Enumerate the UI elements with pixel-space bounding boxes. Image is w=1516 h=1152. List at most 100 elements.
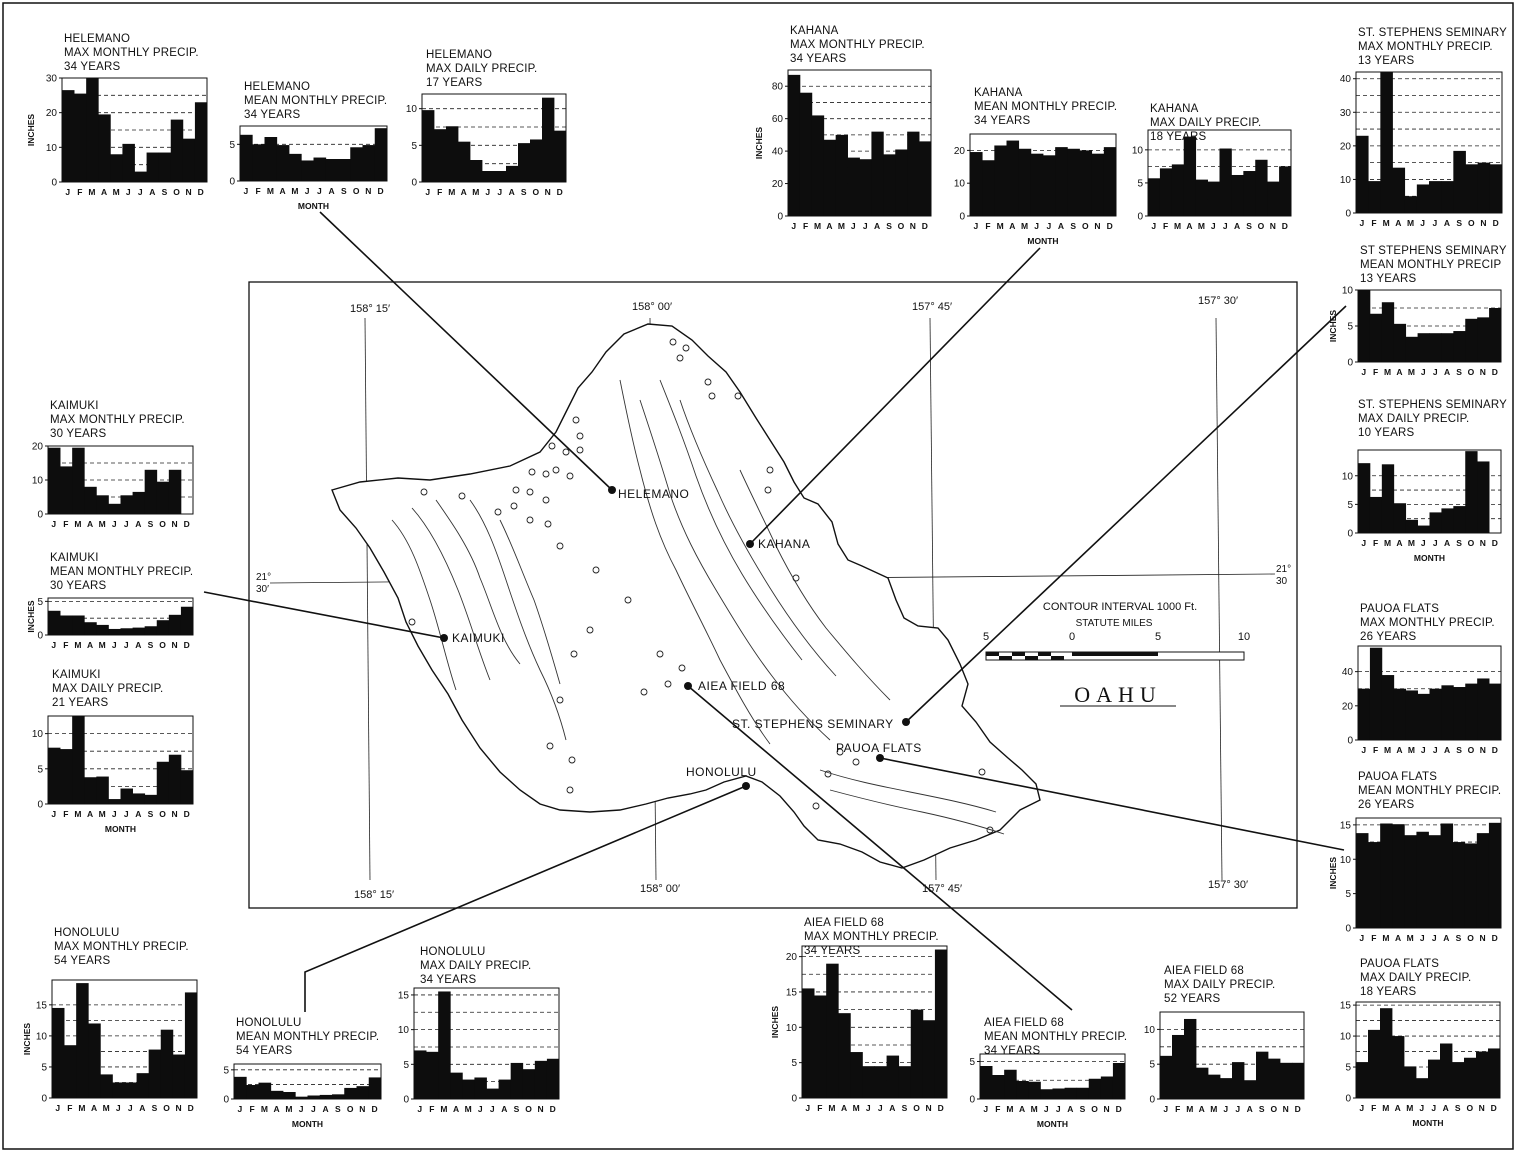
- x-tick-label: D: [184, 519, 191, 529]
- bar-4: [1392, 824, 1405, 928]
- x-tick-label: M: [828, 1103, 836, 1113]
- bar-2: [60, 466, 73, 514]
- bar-3: [76, 983, 89, 1098]
- y-axis-label: INCHES: [1328, 310, 1338, 342]
- bar-6: [108, 628, 121, 635]
- long-label-top-2: 158° 00′: [632, 301, 672, 313]
- x-tick-label: J: [124, 640, 129, 650]
- x-tick-label: N: [1480, 367, 1487, 377]
- chart-title-line: 30 YEARS: [50, 428, 106, 440]
- x-tick-label: S: [152, 1103, 158, 1113]
- x-tick-label: F: [429, 1104, 435, 1114]
- bar-11: [1477, 317, 1490, 362]
- bar-3: [72, 716, 85, 804]
- x-tick-label: J: [65, 187, 70, 197]
- chart-title-line: MAX DAILY PRECIP.: [1150, 117, 1261, 129]
- chart-title-line: AIEA FIELD 68: [804, 917, 884, 929]
- bar-8: [1440, 823, 1454, 928]
- y-tick-label: 10: [954, 179, 966, 190]
- y-tick-label: 10: [32, 476, 44, 487]
- x-tick-label: D: [1492, 745, 1499, 755]
- x-tick-label: F: [67, 1103, 73, 1113]
- x-tick-label: D: [378, 186, 385, 196]
- bar-8: [1055, 147, 1068, 216]
- bar-8: [1441, 685, 1454, 740]
- x-tick-label: F: [63, 809, 69, 819]
- bar-2: [246, 1085, 259, 1099]
- bar-4: [98, 114, 111, 182]
- bar-6: [1207, 181, 1220, 216]
- x-tick-label: O: [1091, 1104, 1098, 1114]
- bar-7: [120, 788, 133, 804]
- y-tick-label: 40: [772, 147, 784, 158]
- bar-7: [1232, 1062, 1245, 1099]
- bar-1: [1356, 833, 1369, 928]
- x-tick-label: A: [1058, 221, 1065, 231]
- x-axis-label: MONTH: [1027, 236, 1058, 246]
- x-tick-label: N: [176, 1103, 183, 1113]
- x-tick-label: D: [184, 640, 191, 650]
- bar-12: [1279, 166, 1292, 216]
- bar-5: [470, 160, 483, 182]
- bar-6: [862, 1066, 875, 1098]
- x-tick-label: J: [112, 519, 117, 529]
- x-tick-label: J: [244, 186, 249, 196]
- bar-3: [446, 126, 459, 182]
- x-tick-label: M: [1198, 221, 1206, 231]
- x-tick-label: J: [805, 1103, 810, 1113]
- x-tick-label: J: [124, 519, 129, 529]
- bar-1: [48, 447, 61, 514]
- bar-10: [530, 139, 543, 182]
- bar-12: [554, 130, 567, 182]
- bar-9: [144, 626, 158, 635]
- y-tick-label: 40: [1342, 667, 1354, 678]
- bar-9: [332, 1094, 345, 1099]
- bar-6: [1416, 831, 1429, 928]
- bar-8: [325, 159, 339, 181]
- bar-10: [1079, 150, 1093, 216]
- x-tick-label: J: [490, 1104, 495, 1114]
- y-tick-label: 15: [1340, 1001, 1352, 1012]
- x-tick-label: A: [1009, 221, 1016, 231]
- x-tick-label: A: [101, 187, 108, 197]
- island-outline: [331, 323, 1041, 869]
- long-label-top-3: 157° 45′: [912, 301, 952, 313]
- x-tick-label: J: [878, 1103, 883, 1113]
- bar-8: [1064, 1087, 1078, 1099]
- x-tick-label: J: [1046, 221, 1051, 231]
- x-tick-label: A: [1396, 538, 1403, 548]
- x-tick-label: N: [1104, 1104, 1111, 1114]
- x-tick-label: J: [1432, 933, 1437, 943]
- scale-tick-2: 0: [1069, 631, 1075, 643]
- y-tick-label: 0: [37, 800, 43, 811]
- bar-4: [1183, 136, 1197, 216]
- x-tick-label: N: [172, 809, 179, 819]
- x-tick-label: J: [128, 1103, 133, 1113]
- x-tick-label: A: [91, 1103, 98, 1113]
- x-tick-label: S: [1456, 538, 1462, 548]
- bar-12: [368, 1077, 382, 1099]
- x-tick-label: J: [983, 1104, 988, 1114]
- bar-5: [1208, 1074, 1221, 1099]
- x-tick-label: M: [1174, 221, 1182, 231]
- chart-title-line: PAUOA FLATS: [1360, 958, 1439, 970]
- bar-6: [847, 157, 860, 216]
- x-tick-label: F: [77, 187, 83, 197]
- x-tick-label: M: [103, 1103, 111, 1113]
- x-tick-label: F: [985, 221, 991, 231]
- bar-8: [136, 1073, 150, 1098]
- x-tick-label: J: [311, 1104, 316, 1114]
- bar-6: [1416, 184, 1430, 213]
- x-tick-label: A: [139, 1103, 146, 1113]
- y-tick-label: 20: [46, 108, 58, 119]
- bar-5: [462, 1079, 475, 1099]
- chart-title-line: 13 YEARS: [1360, 273, 1416, 285]
- bar-11: [1280, 1062, 1293, 1099]
- y-tick-label: 5: [41, 1062, 47, 1073]
- lat-label-left: 21°30′: [256, 572, 271, 595]
